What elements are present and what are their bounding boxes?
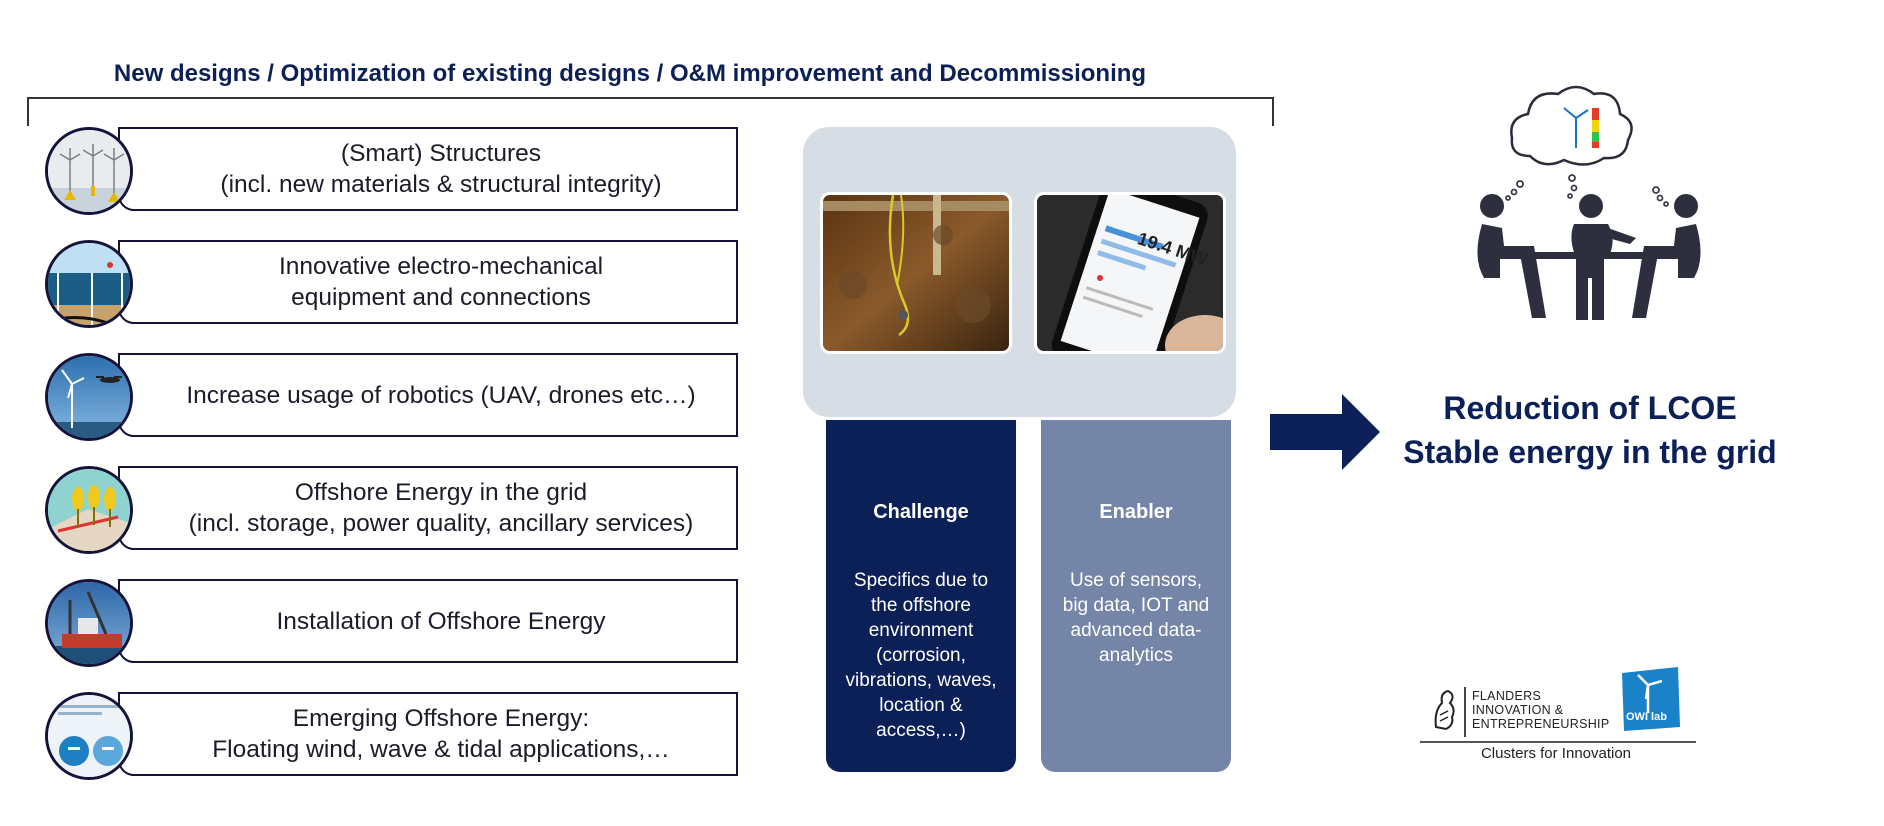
topic-line: (incl. new materials & structural integr… bbox=[220, 171, 662, 198]
topic-line: Increase usage of robotics (UAV, drones … bbox=[186, 381, 696, 409]
thought-cloud-icon bbox=[1510, 85, 1633, 166]
logo-underline bbox=[1420, 741, 1696, 743]
topic-box-structures: (Smart) Structures (incl. new materials &… bbox=[118, 127, 738, 211]
topic-line: Installation of Offshore Energy bbox=[276, 607, 606, 635]
topic-line: Innovative electro-mechanical bbox=[278, 253, 604, 280]
topic-box-emerging: Emerging Offshore Energy: Floating wind, … bbox=[118, 692, 738, 776]
logo-text-line: INNOVATION & bbox=[1472, 703, 1564, 717]
owi-lab-label: OWI lab bbox=[1626, 711, 1667, 723]
challenge-text: Specifics due to the offshore environmen… bbox=[845, 570, 997, 741]
phone-dashboard-photo: 19.4 MW bbox=[1034, 192, 1226, 354]
enabler-text: Use of sensors, big data, IOT and advanc… bbox=[1062, 570, 1210, 666]
drone-turbine-icon bbox=[45, 353, 133, 441]
subsea-cables-icon bbox=[45, 240, 133, 328]
logo-text-line: FLANDERS bbox=[1472, 689, 1542, 703]
diagram-title: New designs / Optimization of existing d… bbox=[113, 60, 1147, 87]
enabler-title: Enabler bbox=[1099, 501, 1173, 523]
topic-box-electro-mechanical: Innovative electro-mechanical equipment a… bbox=[118, 240, 738, 324]
challenge-title: Challenge bbox=[873, 501, 969, 523]
challenge-column: Challenge Specifics due to the offshore … bbox=[826, 420, 1016, 772]
logo-text-line: ENTREPRENEURSHIP bbox=[1472, 717, 1610, 731]
enabler-column: Enabler Use of sensors, big data, IOT an… bbox=[1041, 420, 1231, 772]
topic-line: Offshore Energy in the grid bbox=[294, 479, 588, 506]
corrosion-photo bbox=[820, 192, 1012, 354]
wind-turbines-icon bbox=[45, 127, 133, 215]
topic-box-installation: Installation of Offshore Energy bbox=[118, 579, 738, 663]
topic-line: (incl. storage, power quality, ancillary… bbox=[188, 510, 694, 537]
topic-line: (Smart) Structures bbox=[340, 140, 542, 167]
topic-line: Emerging Offshore Energy: bbox=[292, 705, 590, 732]
flanders-lion-icon bbox=[1434, 689, 1455, 731]
outcome-line-2: Stable energy in the grid bbox=[1403, 434, 1777, 470]
outcome-line-1: Reduction of LCOE bbox=[1443, 390, 1737, 426]
floating-wind-infographic-icon bbox=[45, 692, 133, 780]
logo-tagline: Clusters for Innovation bbox=[1480, 745, 1632, 762]
topic-line: equipment and connections bbox=[291, 284, 591, 311]
outcome-text: Reduction of LCOE Stable energy in the g… bbox=[1340, 386, 1840, 474]
flanders-owi-logo: FLANDERS INNOVATION & ENTREPRENEURSHIP O… bbox=[1420, 655, 1700, 743]
header-bracket bbox=[27, 97, 1274, 126]
arrow-right-icon bbox=[1270, 394, 1380, 470]
grid-map-icon bbox=[45, 466, 133, 554]
installation-vessel-icon bbox=[45, 579, 133, 667]
topic-box-robotics: Increase usage of robotics (UAV, drones … bbox=[118, 353, 738, 437]
topic-box-grid: Offshore Energy in the grid (incl. storag… bbox=[118, 466, 738, 550]
team-brainstorm-icon bbox=[1477, 85, 1701, 320]
logo-divider bbox=[1464, 687, 1466, 737]
topic-line: Floating wind, wave & tidal applications… bbox=[212, 736, 670, 763]
owi-lab-badge: OWI lab bbox=[1618, 665, 1684, 733]
